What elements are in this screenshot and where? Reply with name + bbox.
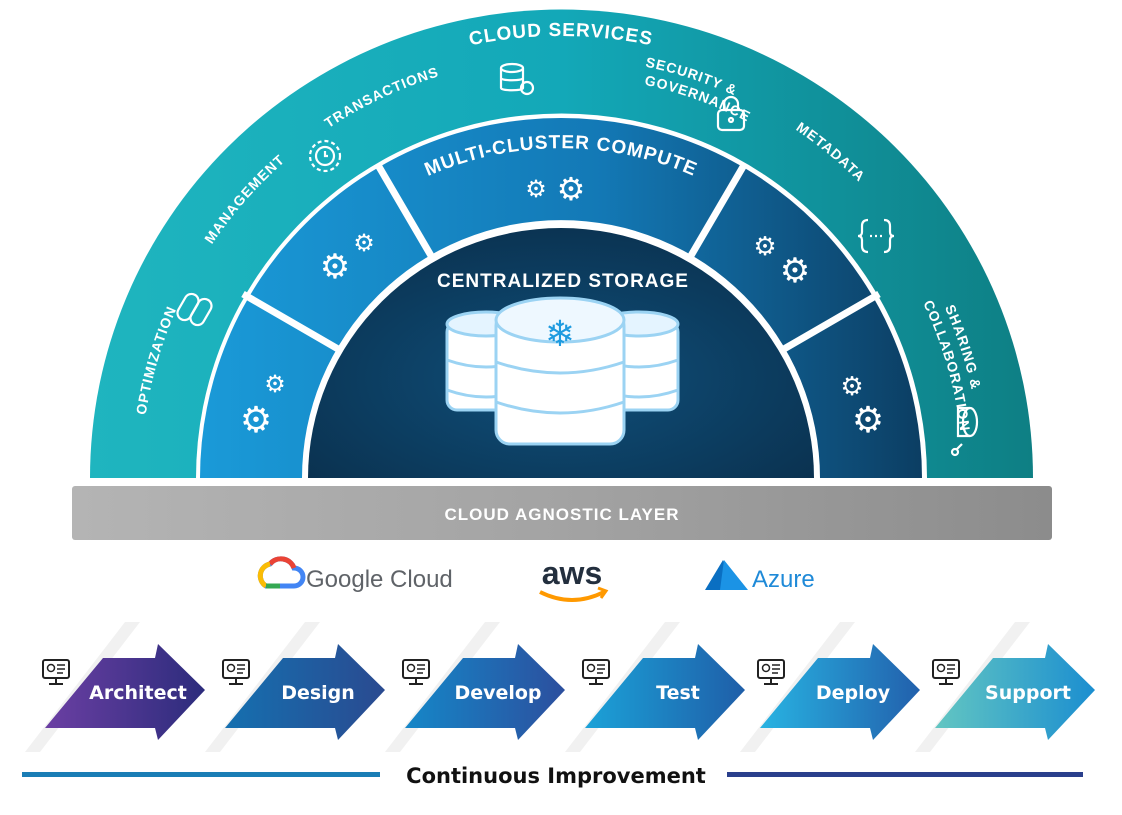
snowflake-database-icon: ❄	[445, 296, 680, 446]
braces-icon	[857, 218, 895, 254]
step-label: Deploy	[816, 682, 891, 704]
step-deploy: Deploy	[740, 622, 920, 752]
continuous-improvement-label: Continuous Improvement	[406, 764, 706, 788]
step-label: Develop	[454, 682, 541, 704]
step-arrow	[585, 644, 745, 740]
database-share-icon	[950, 406, 979, 457]
svg-text:⚙: ⚙	[353, 229, 375, 257]
svg-text:⚙: ⚙	[240, 400, 272, 441]
svg-text:⚙: ⚙	[557, 170, 586, 208]
storage-title: CENTRALIZED STORAGE	[437, 271, 689, 292]
step-arrow	[225, 644, 385, 740]
gears-icon: ⚙⚙ ⚙⚙ ⚙⚙ ⚙⚙ ⚙⚙	[240, 170, 884, 441]
document-check-icon	[582, 659, 610, 685]
lock-icon	[716, 95, 746, 132]
step-arrow	[45, 644, 205, 740]
step-arrow	[405, 644, 565, 740]
svg-text:⚙: ⚙	[264, 370, 286, 398]
aws-logo: aws	[539, 555, 609, 602]
footer-line-right	[727, 772, 1083, 777]
monitor-code-icon	[402, 659, 430, 685]
toggle-icon	[176, 292, 213, 327]
monitor-support-icon	[932, 659, 960, 685]
svg-text:⚙: ⚙	[780, 251, 810, 291]
step-label: Support	[985, 682, 1071, 704]
svg-text:aws: aws	[542, 555, 602, 591]
svg-text:⚙: ⚙	[753, 232, 776, 262]
step-design: Design	[205, 622, 385, 752]
svg-text:⚙: ⚙	[320, 247, 350, 287]
svg-text:Google Cloud: Google Cloud	[306, 566, 453, 593]
footer-line-left	[22, 772, 380, 777]
svg-text:⚙: ⚙	[525, 175, 547, 203]
step-label: Architect	[89, 682, 187, 704]
step-label: Design	[281, 682, 355, 704]
google-cloud-logo: Google Cloud	[257, 556, 453, 593]
step-arrow	[760, 644, 920, 740]
step-arrow	[935, 644, 1095, 740]
laptop-rocket-icon	[757, 659, 785, 685]
svg-text:⚙: ⚙	[840, 372, 863, 402]
monitor-gear-icon	[42, 659, 70, 685]
step-support: Support	[915, 622, 1095, 752]
database-sync-icon	[499, 62, 535, 96]
step-architect: Architect	[25, 622, 205, 752]
step-label: Test	[656, 682, 700, 704]
cloud-agnostic-layer	[72, 486, 1052, 540]
svg-text:❄: ❄	[545, 314, 575, 355]
monitor-chart-icon	[222, 659, 250, 685]
clock-gear-icon	[308, 139, 342, 173]
svg-text:⚙: ⚙	[852, 400, 884, 441]
svg-text:Azure: Azure	[752, 566, 815, 593]
step-test: Test	[565, 622, 745, 752]
azure-logo: Azure	[705, 560, 815, 593]
step-develop: Develop	[385, 622, 565, 752]
layer-title: CLOUD AGNOSTIC LAYER	[444, 505, 679, 524]
